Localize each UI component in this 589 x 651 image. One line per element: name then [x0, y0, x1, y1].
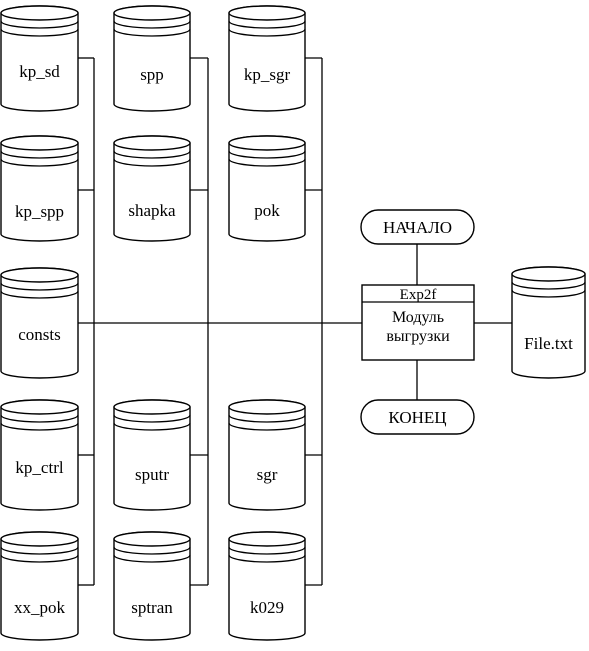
database-label: xx_pok — [14, 598, 66, 617]
database-xx-pok: xx_pok — [0, 531, 79, 641]
database-label: kp_spp — [15, 202, 64, 221]
database-label: consts — [18, 325, 61, 344]
start-label: НАЧАЛО — [383, 218, 452, 237]
database-label: shapka — [128, 201, 176, 220]
connector-lines — [78, 57, 512, 586]
database-sptran: sptran — [113, 531, 191, 641]
database-label: pok — [254, 201, 280, 220]
database-label: kp_sgr — [244, 65, 291, 84]
database-label: kp_ctrl — [15, 458, 63, 477]
end-label: КОНЕЦ — [388, 408, 446, 427]
start-terminal: НАЧАЛО — [360, 209, 475, 245]
database-label: spp — [140, 65, 164, 84]
database-shapka: shapka — [113, 135, 191, 242]
module-name-line2: выгрузки — [386, 328, 450, 345]
database-spp: spp — [113, 5, 191, 112]
module-name-line1: Модуль — [392, 309, 444, 326]
database-kp-ctrl: kp_ctrl — [0, 399, 79, 511]
export-module-box: Exp2f Модуль выгрузки — [361, 284, 475, 361]
database-sputr: sputr — [113, 399, 191, 511]
database-kp-sd: kp_sd — [0, 5, 79, 112]
database-label: kp_sd — [19, 62, 60, 81]
database-label: sputr — [135, 465, 169, 484]
database-sgr: sgr — [228, 399, 306, 511]
output-file-label: File.txt — [524, 334, 573, 353]
end-terminal: КОНЕЦ — [360, 399, 475, 435]
database-kp-spp: kp_spp — [0, 135, 79, 242]
database-pok: pok — [228, 135, 306, 242]
database-consts: consts — [0, 267, 79, 379]
module-title: Exp2f — [400, 287, 437, 303]
database-k029: k029 — [228, 531, 306, 641]
database-label: sgr — [257, 465, 278, 484]
database-label: sptran — [131, 598, 173, 617]
output-file-database: File.txt — [511, 266, 586, 379]
database-label: k029 — [250, 598, 284, 617]
database-kp-sgr: kp_sgr — [228, 5, 306, 112]
